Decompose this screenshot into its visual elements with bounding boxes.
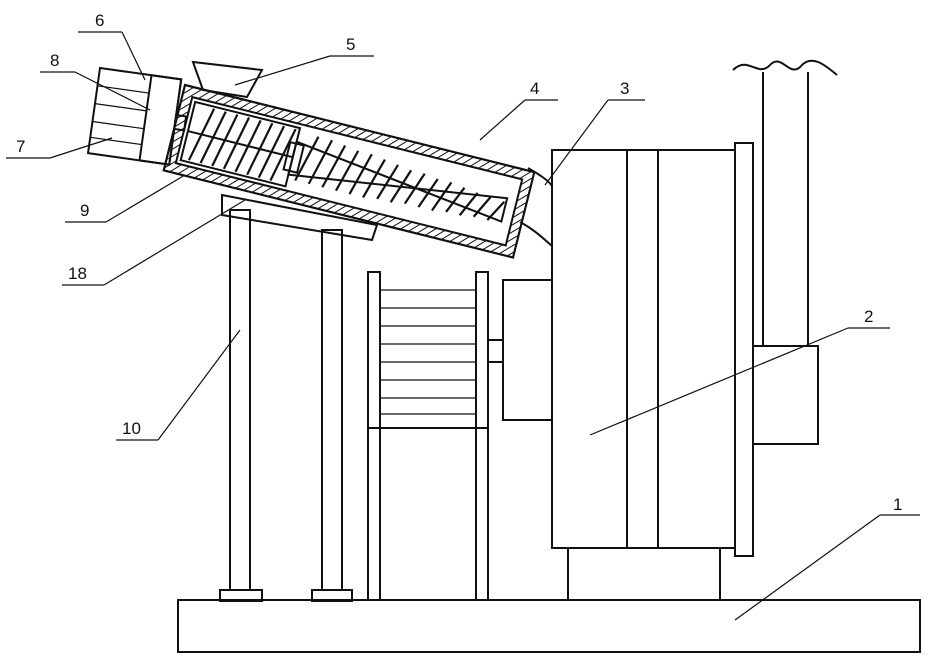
label-9: 9 (80, 201, 89, 220)
screw-barrel (164, 85, 535, 257)
label-3: 3 (620, 79, 629, 98)
label-1: 1 (893, 495, 902, 514)
shaft-connector (488, 340, 503, 362)
label-6: 6 (95, 11, 104, 30)
label-18: 18 (68, 264, 87, 283)
label-5: 5 (346, 35, 355, 54)
label-7: 7 (16, 137, 25, 156)
support-legs (230, 210, 342, 590)
label-4: 4 (530, 79, 539, 98)
gear-box (503, 280, 552, 420)
label-10: 10 (122, 419, 141, 438)
label-8: 8 (50, 51, 59, 70)
label-2: 2 (864, 307, 873, 326)
base-plate (178, 600, 920, 652)
main-body (552, 143, 753, 600)
column (733, 61, 837, 444)
slat-frame (368, 272, 488, 600)
